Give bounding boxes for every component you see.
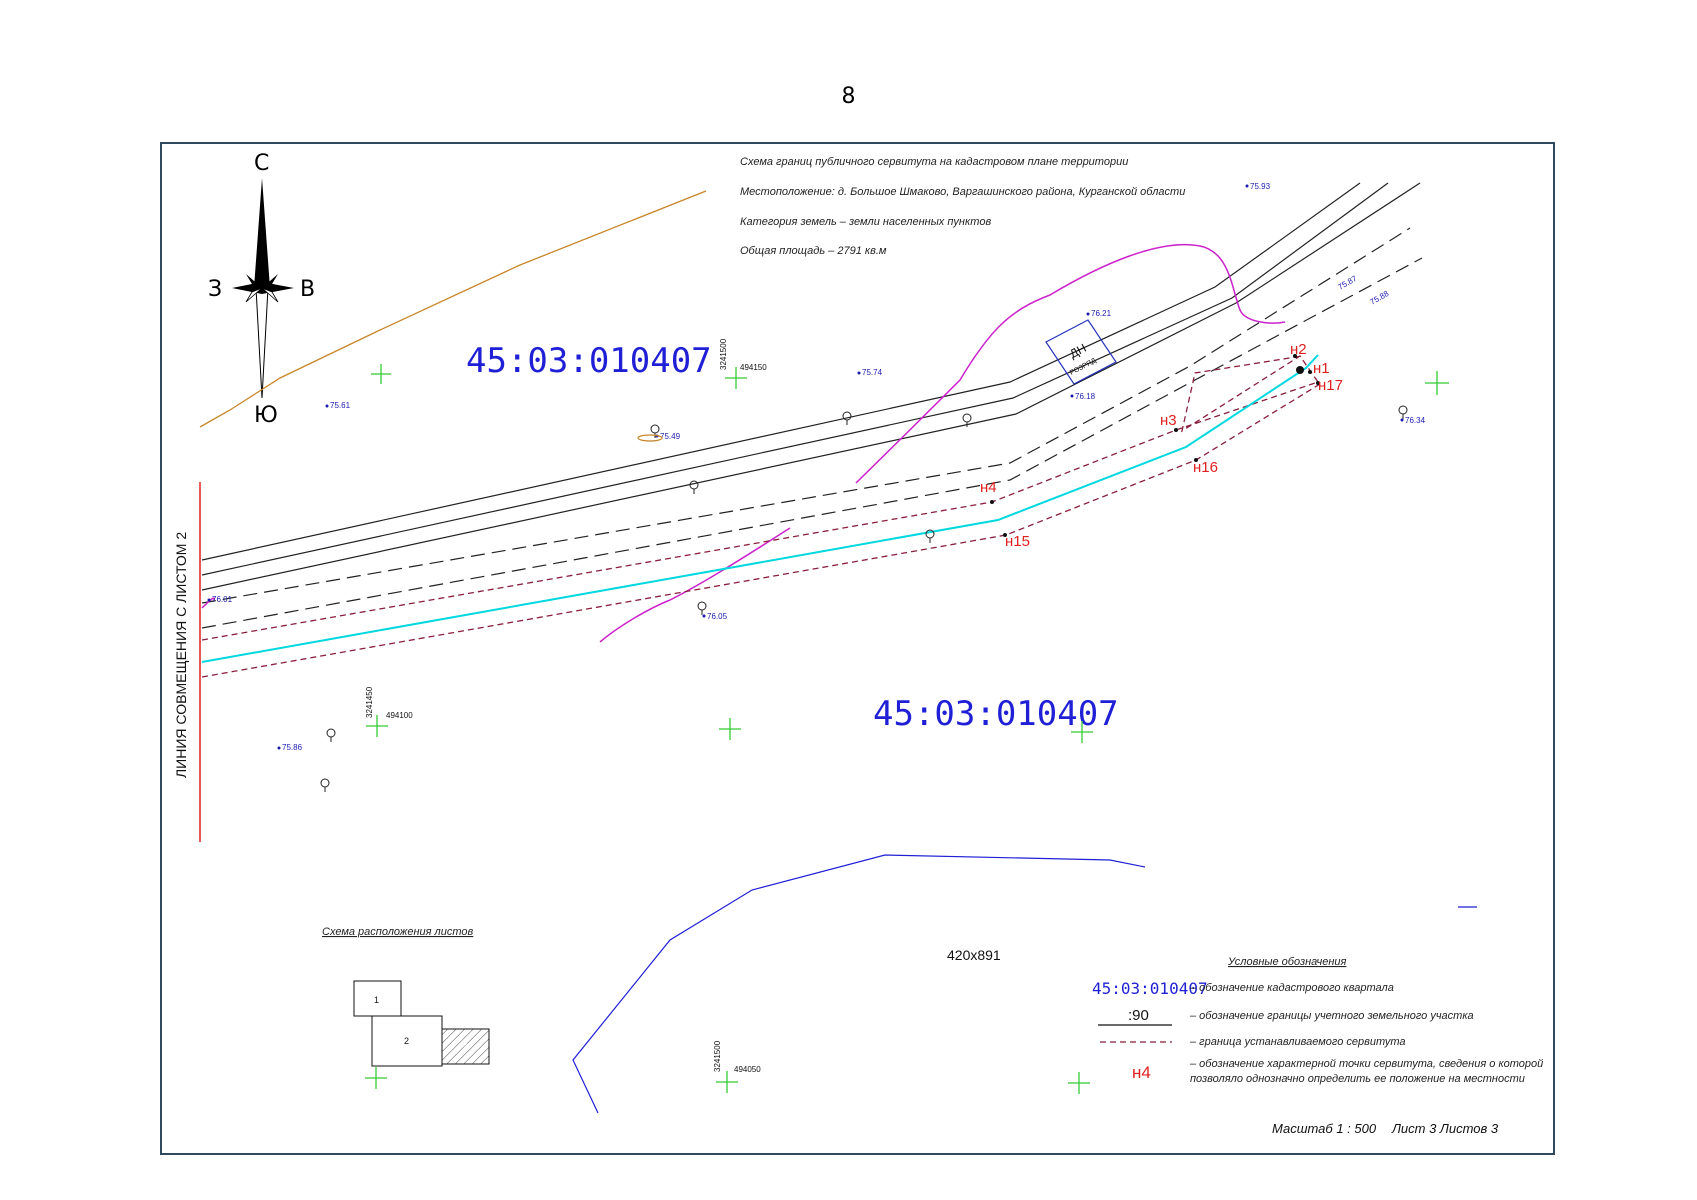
header-category: Категория земель – земли населенных пунк… xyxy=(740,216,991,228)
legend-parcel-text: – обозначение границы учетного земельног… xyxy=(1189,1010,1474,1022)
compass-east-label: В xyxy=(300,277,315,302)
page-number: 8 xyxy=(841,84,856,109)
sheet-3-label: 3 xyxy=(462,1042,467,1052)
header-title: Схема границ публичного сервитута на кад… xyxy=(740,156,1128,168)
legend-quarter-text: – обозначение кадастрового квартала xyxy=(1189,982,1394,994)
tree-icons xyxy=(320,405,1408,792)
coord-y-2: 494100 xyxy=(386,711,413,720)
sheet-3 xyxy=(441,1028,490,1065)
legend-point-text-2: позволяло однозначно определить ее полож… xyxy=(1190,1073,1525,1085)
legend-title: Условные обозначения xyxy=(1227,956,1347,968)
servitude-boundary xyxy=(201,355,1321,678)
characteristic-points xyxy=(990,354,1320,537)
compass-north-arrow xyxy=(254,178,270,288)
grid-crosses xyxy=(365,364,1449,1094)
legend-parcel-sample: :90 xyxy=(1128,1007,1149,1024)
legend: Условные обозначения 45:03:010407 – обоз… xyxy=(1092,956,1543,1085)
coord-x-2: 3241450 xyxy=(365,686,374,718)
header-area: Общая площадь – 2791 кв.м xyxy=(740,245,887,257)
elevation-label: 75.74 xyxy=(862,368,883,377)
point-label-n3: н3 xyxy=(1160,412,1177,429)
elevation-label: 76.21 xyxy=(1091,309,1112,318)
road-dashed-lines xyxy=(201,227,1423,629)
map-frame xyxy=(160,142,1555,1155)
tree-icon xyxy=(320,778,330,792)
tree-icon xyxy=(1398,405,1408,419)
compass-west-label: З xyxy=(208,277,222,302)
size-label: 420x891 xyxy=(947,947,1001,963)
tree-icon xyxy=(326,728,336,742)
parcel-boundary xyxy=(201,354,1319,663)
sheet-2 xyxy=(371,1015,443,1067)
sheet-2-label: 2 xyxy=(404,1036,409,1046)
header-location: Местоположение: д. Большое Шмаково, Варг… xyxy=(740,186,1185,198)
tree-icon xyxy=(689,480,699,494)
scale-label: Масштаб 1 : 500 xyxy=(1272,1121,1377,1136)
tree-icon xyxy=(962,413,972,427)
point-label-n16: н16 xyxy=(1193,459,1218,476)
magenta-contour-line xyxy=(855,243,1286,484)
sheet-layout-scheme: Схема расположения листов 1 2 3 xyxy=(322,926,490,1067)
sheet-join-label: ЛИНИЯ СОВМЕЩЕНИЯ С ЛИСТОМ 2 xyxy=(173,532,189,778)
elevation-label: 75.86 xyxy=(282,743,303,752)
sheet-1-label: 1 xyxy=(374,995,379,1005)
elevation-label: 75.93 xyxy=(1250,182,1271,191)
sheet-count-label: Лист 3 Листов 3 xyxy=(1391,1121,1499,1136)
structure-box: ДН РОЗРЯД xyxy=(1045,319,1117,385)
brown-boundary-line xyxy=(199,190,707,428)
point-label-n15: н15 xyxy=(1005,533,1030,550)
elevation-label: 76.01 xyxy=(212,595,233,604)
coord-x-3: 3241500 xyxy=(713,1040,722,1072)
legend-point-sample: н4 xyxy=(1132,1063,1151,1082)
elevation-label: 76.05 xyxy=(707,612,728,621)
compass-south-arrow xyxy=(255,287,269,399)
point-label-n4: н4 xyxy=(980,479,997,496)
tree-icon xyxy=(842,411,852,425)
elevation-label: 75.87 xyxy=(1337,274,1359,292)
magenta-contour-line-lower xyxy=(599,527,791,643)
point-label-n2: н2 xyxy=(1290,341,1307,358)
compass-rose: С Ю З В xyxy=(208,151,315,428)
quarter-number-upper: 45:03:010407 xyxy=(466,341,712,381)
legend-point-text-1: – обозначение характерной точки сервитут… xyxy=(1189,1058,1543,1070)
coord-y-3: 494050 xyxy=(734,1065,761,1074)
elevation-label: 76.18 xyxy=(1075,392,1096,401)
sheet-scheme-title: Схема расположения листов xyxy=(322,926,474,938)
elevation-label: 76.34 xyxy=(1405,416,1426,425)
compass-south-label: Ю xyxy=(254,403,278,428)
quarter-number-lower: 45:03:010407 xyxy=(873,694,1119,734)
tree-icon xyxy=(697,601,707,615)
elevation-label: 75.61 xyxy=(330,401,351,410)
coord-x-1: 3241500 xyxy=(719,338,728,370)
blue-contour-line xyxy=(572,854,1146,1114)
elevation-label: 75.88 xyxy=(1369,289,1391,307)
point-label-n1: н1 xyxy=(1313,360,1330,377)
coord-y-1: 494150 xyxy=(740,363,767,372)
legend-servitude-text: – граница устанавливаемого сервитута xyxy=(1189,1036,1406,1048)
brown-ellipse xyxy=(637,434,663,442)
structure-label: ДН xyxy=(1067,341,1088,361)
compass-north-label: С xyxy=(254,151,269,176)
magenta-contour-edge xyxy=(201,597,215,609)
tree-icon xyxy=(925,529,935,543)
point-label-n17: н17 xyxy=(1318,377,1343,394)
elevation-label: 75.49 xyxy=(660,432,681,441)
legend-quarter-sample: 45:03:010407 xyxy=(1092,979,1208,998)
road-lines xyxy=(201,182,1421,591)
